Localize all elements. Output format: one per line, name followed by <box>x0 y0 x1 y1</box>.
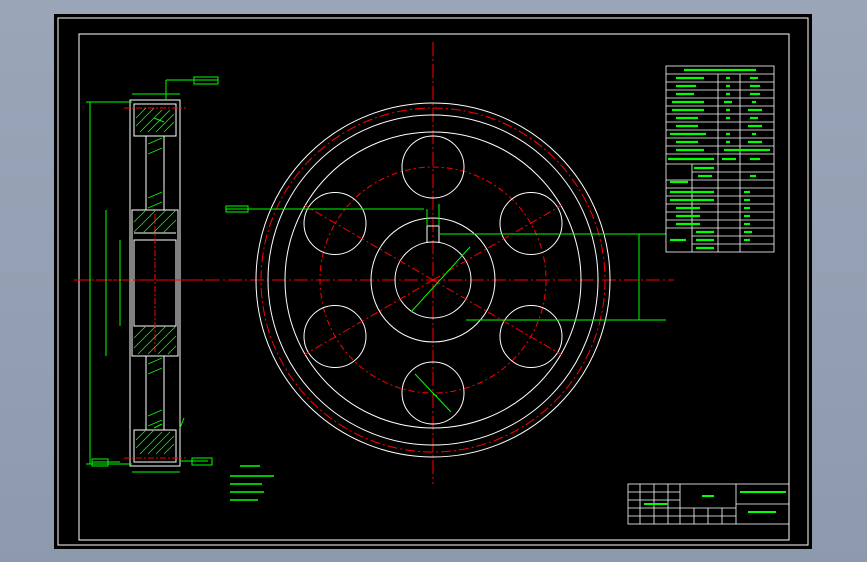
roughness-mark <box>153 423 163 429</box>
table-cell-text <box>668 68 770 250</box>
rim-inner-circle <box>284 131 582 429</box>
lightening-hole <box>303 192 367 255</box>
lightening-hole <box>401 361 465 425</box>
radial-centerline <box>432 279 563 356</box>
hole-leader <box>432 393 438 397</box>
web-outline <box>145 135 165 211</box>
tolerance-frame <box>191 457 213 466</box>
bore-diameter-dimension <box>410 246 471 313</box>
radial-centerline <box>432 204 563 281</box>
lightening-hole <box>499 192 563 255</box>
lightening-hole <box>499 305 563 368</box>
dedendum-circle <box>267 114 599 446</box>
lightening-hole <box>401 135 465 199</box>
gear-section-view <box>84 76 224 473</box>
table-row-lines <box>666 73 774 245</box>
web-outline <box>145 355 165 431</box>
roughness-mark <box>153 117 165 123</box>
section-hatching <box>133 107 177 455</box>
addendum-circle <box>255 102 611 458</box>
gear-front-view <box>74 42 674 484</box>
rim-outline <box>133 103 177 137</box>
outer-frame <box>57 17 809 546</box>
radial-centerline <box>303 204 434 281</box>
rim-outline <box>133 429 177 463</box>
pitch-circle <box>260 107 606 453</box>
radial-centerline <box>303 279 434 356</box>
tolerance-frame <box>193 76 219 85</box>
hole-diameter-dimension <box>414 373 452 413</box>
hub-outer-circle <box>370 217 496 343</box>
lightening-hole <box>303 305 367 368</box>
cad-viewport[interactable] <box>54 14 812 549</box>
title-block-text <box>644 491 786 513</box>
parameter-table <box>665 65 775 253</box>
roughness-mark <box>179 417 185 429</box>
section-outline <box>129 99 181 467</box>
title-block <box>627 483 790 525</box>
technical-notes <box>230 465 274 501</box>
hub-outline <box>131 209 179 357</box>
table-border <box>665 65 775 253</box>
bore-circle <box>394 241 472 319</box>
keyway-tolerance-frame <box>225 205 249 213</box>
inner-frame <box>78 33 790 541</box>
datum-frame <box>91 458 109 467</box>
